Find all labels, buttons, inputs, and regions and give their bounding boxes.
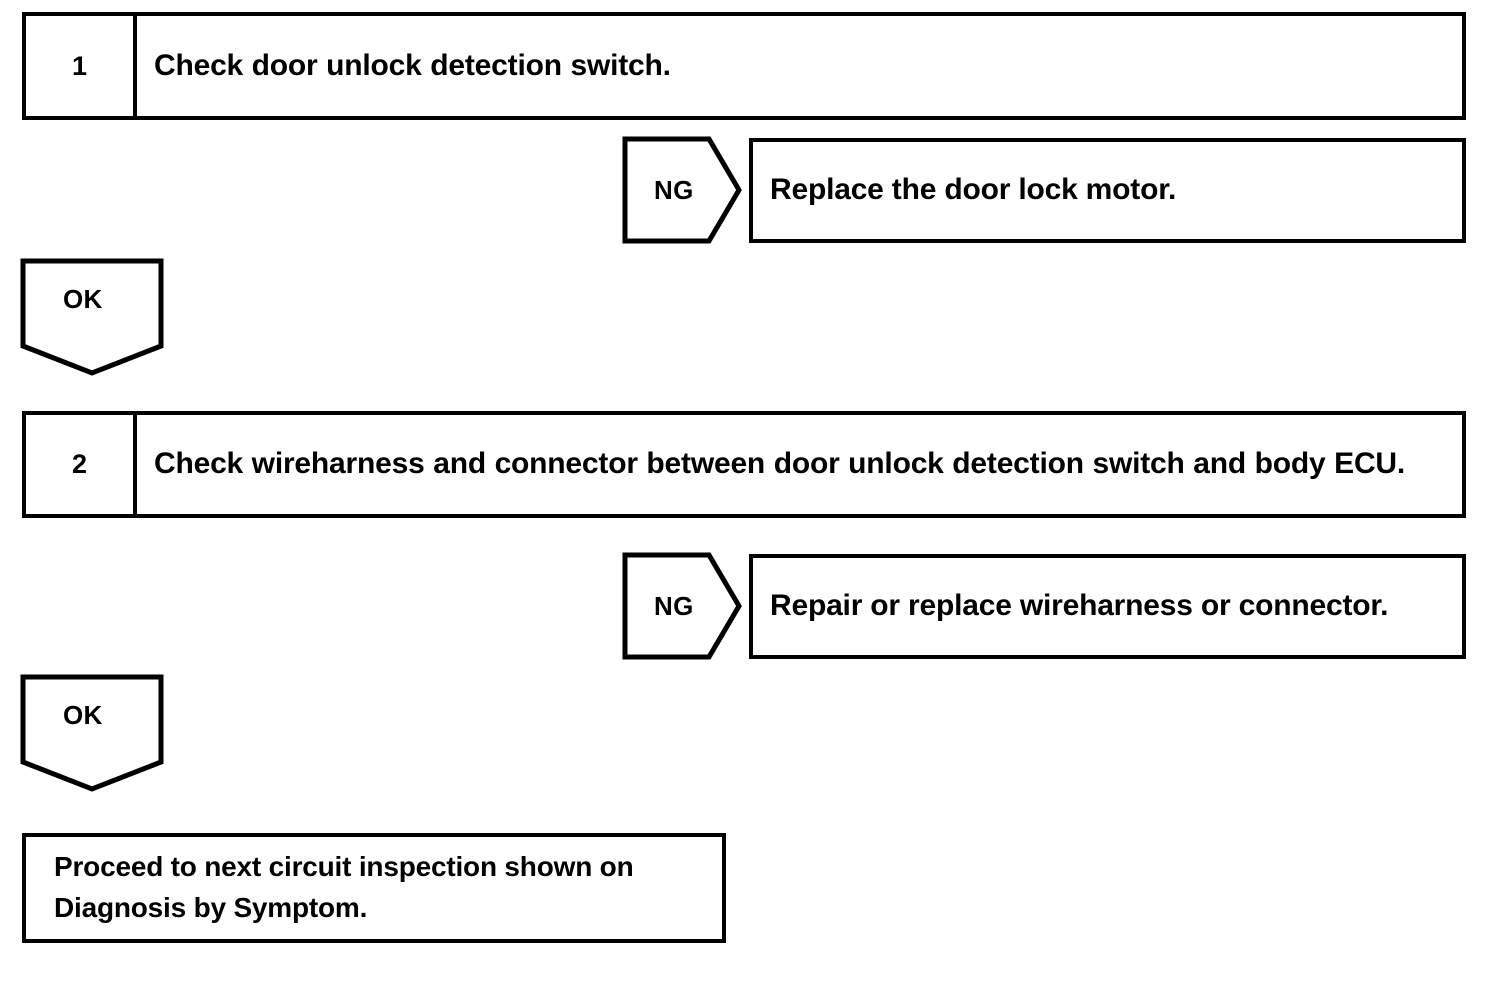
step-2-ng-label: NG (654, 590, 694, 621)
step-1-ng-chevron: NG (622, 136, 742, 244)
chevron-right-icon (622, 552, 742, 660)
chevron-down-icon (20, 258, 164, 376)
step-2-number: 2 (26, 415, 137, 514)
step-1-ng-result-box: Replace the door lock motor. (749, 138, 1466, 243)
step-1-ok-label: OK (63, 284, 103, 314)
step-1-ok-pentagon: OK (20, 258, 165, 376)
final-outcome-line-1: Proceed to next circuit inspection shown… (54, 851, 634, 883)
step-2-ng-chevron: NG (622, 552, 742, 660)
step-1-label: Check door unlock detection switch. (154, 48, 671, 82)
step-1-ng-result-label: Replace the door lock motor. (770, 173, 1177, 207)
step-1-number: 1 (26, 16, 137, 116)
final-outcome-text: Proceed to next circuit inspection shown… (54, 847, 634, 928)
step-1-text-cell: Check door unlock detection switch. (137, 16, 1462, 116)
final-outcome-line-2: Diagnosis by Symptom. (54, 892, 368, 923)
final-outcome-box: Proceed to next circuit inspection shown… (22, 833, 726, 943)
chevron-right-icon (622, 136, 742, 244)
step-2-ok-pentagon: OK (20, 674, 165, 792)
step-1-ng-label: NG (654, 174, 694, 205)
step-2-ok-label: OK (63, 700, 103, 730)
step-2-ng-result-box: Repair or replace wireharness or connect… (749, 554, 1466, 659)
step-2-ng-result-label: Repair or replace wireharness or connect… (770, 589, 1389, 623)
step-2-label: Check wireharness and connector between … (154, 447, 1406, 481)
chevron-down-icon (20, 674, 164, 792)
step-2-box: 2 Check wireharness and connector betwee… (22, 411, 1466, 518)
step-1-box: 1 Check door unlock detection switch. (22, 12, 1466, 120)
step-2-text-cell: Check wireharness and connector between … (137, 415, 1462, 514)
